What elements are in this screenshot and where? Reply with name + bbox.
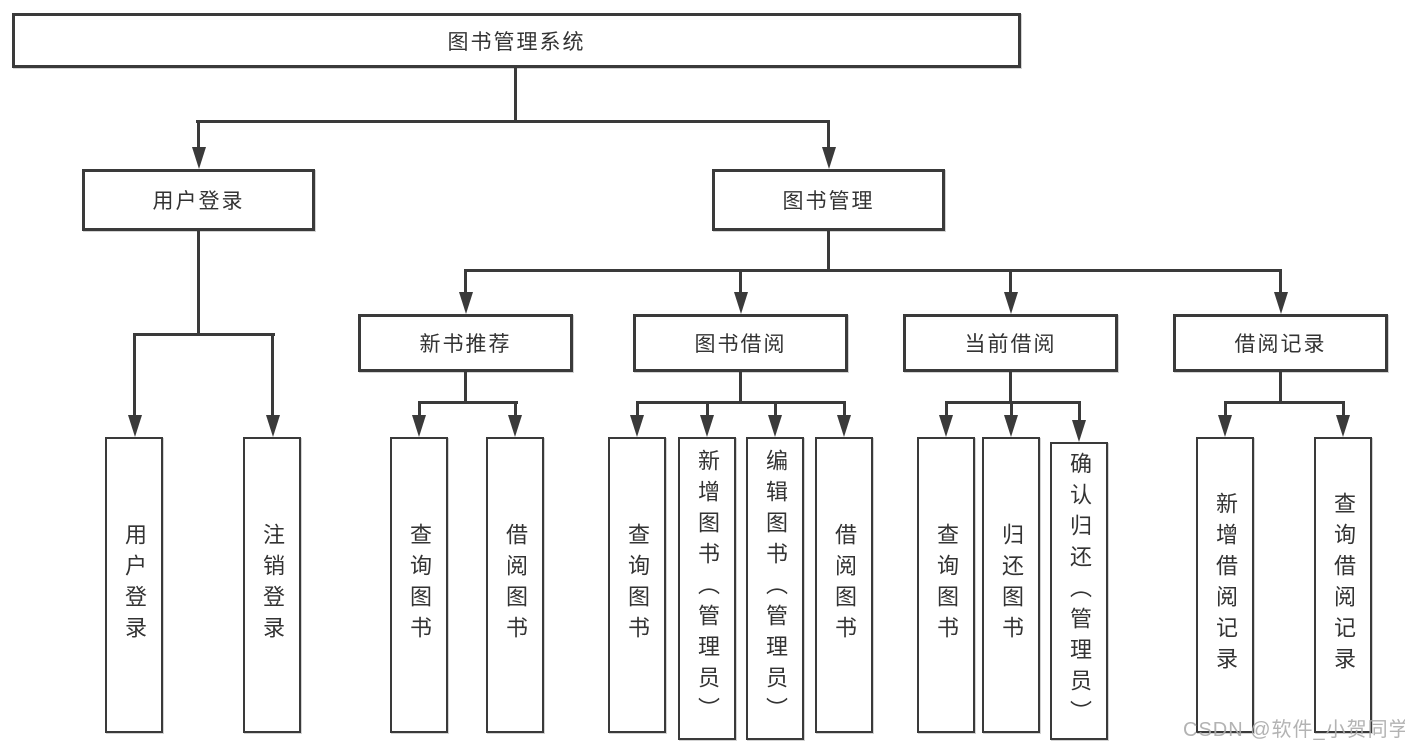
connector-vline [1279, 372, 1282, 403]
leaf-add-books-admin-label: 新增图书（管理员） [695, 449, 720, 728]
connector-vline [1010, 401, 1013, 417]
connector-hline [196, 120, 830, 123]
arrowhead-down [837, 415, 851, 437]
node-user-login-label: 用户登录 [152, 190, 245, 213]
connector-hline [1224, 401, 1345, 404]
leaf-edit-books-admin-label: 编辑图书（管理员） [763, 449, 788, 728]
arrowhead-down [734, 292, 748, 314]
connector-vline [514, 68, 517, 120]
node-new-book-recommend: 新书推荐 [358, 314, 573, 372]
leaf-add-borrow-record-label: 新增借阅记录 [1213, 492, 1238, 678]
node-root: 图书管理系统 [12, 13, 1021, 68]
leaf-borrow-books-label: 借阅图书 [503, 523, 528, 647]
connector-hline [945, 401, 1081, 404]
arrowhead-down [1218, 415, 1232, 437]
arrowhead-down [630, 415, 644, 437]
connector-vline [706, 401, 709, 417]
arrowhead-down [459, 292, 473, 314]
leaf-query-books-label: 查询图书 [407, 523, 432, 647]
node-book-borrow: 图书借阅 [633, 314, 848, 372]
connector-vline [464, 269, 467, 295]
connector-vline [1078, 401, 1081, 422]
connector-vline [1342, 401, 1345, 417]
leaf-logout: 注销登录 [243, 437, 301, 733]
connector-hline [418, 401, 518, 404]
node-new-book-recommend-label: 新书推荐 [419, 333, 512, 356]
connector-vline [739, 269, 742, 295]
leaf-query-books: 查询图书 [608, 437, 666, 733]
connector-vline [774, 401, 777, 417]
leaf-borrow-books: 借阅图书 [815, 437, 873, 733]
connector-vline [827, 231, 830, 272]
connector-hline [133, 333, 275, 336]
leaf-confirm-return-admin-label: 确认归还（管理员） [1067, 451, 1092, 731]
connector-vline [636, 401, 639, 417]
connector-vline [843, 401, 846, 417]
connector-vline [464, 372, 467, 403]
arrowhead-down [939, 415, 953, 437]
connector-vline [1224, 401, 1227, 417]
connector-vline [1279, 269, 1282, 295]
arrowhead-down [1004, 415, 1018, 437]
node-borrow-records: 借阅记录 [1173, 314, 1388, 372]
leaf-return-books-label: 归还图书 [999, 523, 1024, 647]
leaf-user-login: 用户登录 [105, 437, 163, 733]
leaf-query-books-label: 查询图书 [625, 523, 650, 647]
leaf-add-books-admin: 新增图书（管理员） [678, 437, 736, 740]
connector-hline [636, 401, 846, 404]
node-current-borrow-label: 当前借阅 [964, 333, 1057, 356]
leaf-logout-label: 注销登录 [260, 523, 285, 647]
node-book-management-label: 图书管理 [782, 190, 875, 213]
leaf-query-books: 查询图书 [390, 437, 448, 733]
leaf-query-borrow-record-label: 查询借阅记录 [1331, 492, 1356, 678]
node-borrow-records-label: 借阅记录 [1234, 333, 1327, 356]
connector-vline [197, 231, 200, 335]
node-book-borrow-label: 图书借阅 [694, 333, 787, 356]
arrowhead-down [1004, 292, 1018, 314]
arrowhead-down [822, 147, 836, 169]
arrowhead-down [1336, 415, 1350, 437]
arrowhead-down [266, 415, 280, 437]
connector-vline [514, 401, 517, 417]
connector-vline [1009, 372, 1012, 403]
leaf-query-borrow-record: 查询借阅记录 [1314, 437, 1372, 733]
connector-vline [271, 333, 274, 417]
arrowhead-down [192, 147, 206, 169]
leaf-edit-books-admin: 编辑图书（管理员） [746, 437, 804, 740]
leaf-return-books: 归还图书 [982, 437, 1040, 733]
connector-vline [418, 401, 421, 417]
connector-vline [945, 401, 948, 417]
leaf-confirm-return-admin: 确认归还（管理员） [1050, 442, 1108, 740]
connector-vline [1009, 269, 1012, 295]
arrowhead-down [412, 415, 426, 437]
connector-vline [133, 333, 136, 417]
node-book-management: 图书管理 [712, 169, 945, 231]
node-current-borrow: 当前借阅 [903, 314, 1118, 372]
arrowhead-down [768, 415, 782, 437]
connector-vline [827, 120, 830, 150]
connector-vline [197, 120, 200, 150]
node-user-login: 用户登录 [82, 169, 315, 231]
arrowhead-down [1274, 292, 1288, 314]
arrowhead-down [128, 415, 142, 437]
arrowhead-down [700, 415, 714, 437]
leaf-user-login-label: 用户登录 [122, 523, 147, 647]
leaf-query-books: 查询图书 [917, 437, 975, 733]
csdn-watermark: CSDN @软件_小贺同学 [1183, 719, 1405, 741]
node-root-label: 图书管理系统 [447, 30, 586, 54]
arrowhead-down [508, 415, 522, 437]
leaf-borrow-books-label: 借阅图书 [832, 523, 857, 647]
arrowhead-down [1072, 420, 1086, 442]
connector-hline [464, 269, 1282, 272]
connector-vline [739, 372, 742, 403]
leaf-add-borrow-record: 新增借阅记录 [1196, 437, 1254, 733]
leaf-query-books-label: 查询图书 [934, 523, 959, 647]
leaf-borrow-books: 借阅图书 [486, 437, 544, 733]
